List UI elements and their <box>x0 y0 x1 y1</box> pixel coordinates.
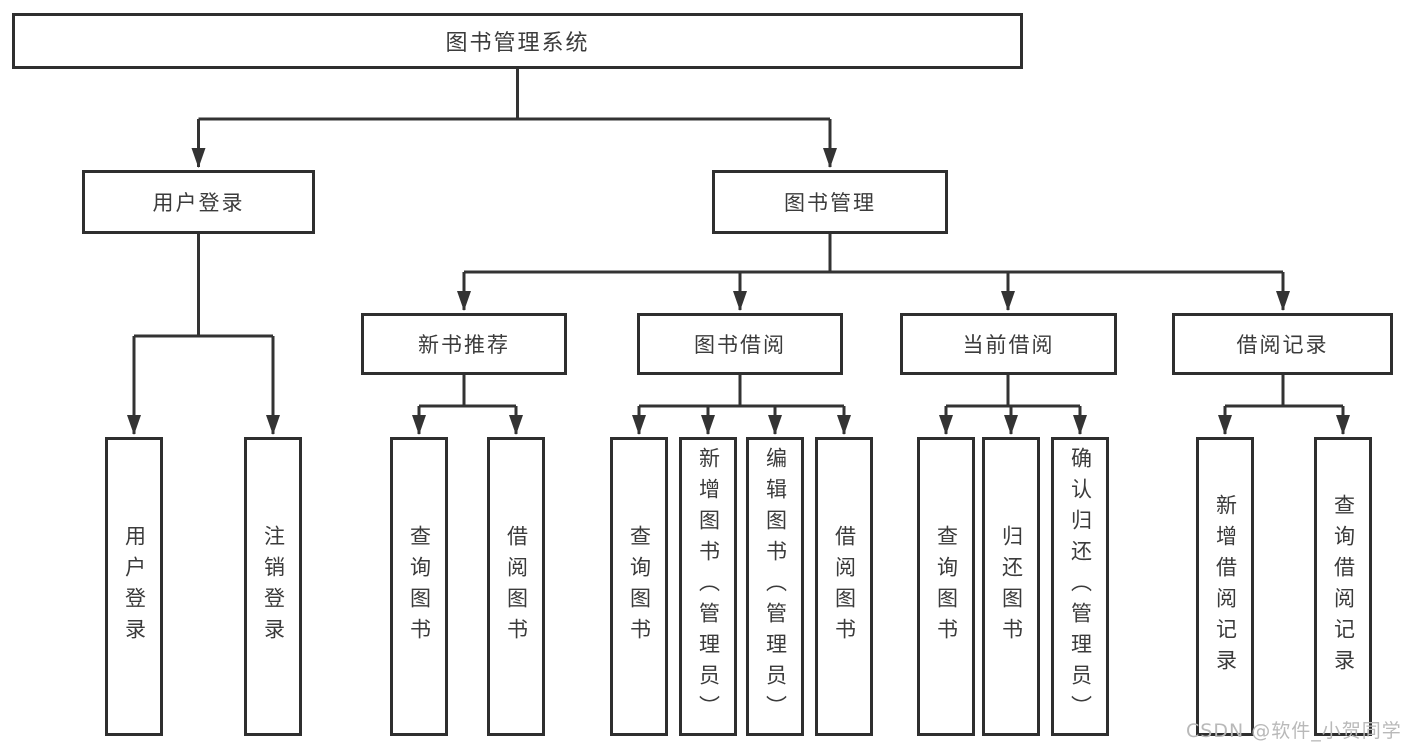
csdn-watermark: CSDN @软件_小贺同学 <box>1186 720 1402 742</box>
node-query-books-borrow: 查询图书 <box>610 437 668 736</box>
node-label: 借阅图书 <box>832 524 857 649</box>
node-label: 查询借阅记录 <box>1331 493 1356 680</box>
node-label: 查询图书 <box>627 524 652 649</box>
node-label: 新增借阅记录 <box>1213 493 1238 680</box>
node-label: 图书管理系统 <box>445 31 590 56</box>
node-label: 图书管理 <box>784 191 876 215</box>
node-query-borrow-record: 查询借阅记录 <box>1314 437 1372 736</box>
node-user-login-action: 用户登录 <box>105 437 163 736</box>
node-new-book-recommend: 新书推荐 <box>361 313 567 375</box>
node-label: 图书借阅 <box>694 333 786 357</box>
node-label: 新书推荐 <box>418 333 510 357</box>
node-label: 新增图书（管理员） <box>696 447 721 726</box>
node-borrow-books-recommend: 借阅图书 <box>487 437 545 736</box>
node-label: 归还图书 <box>999 524 1024 649</box>
node-edit-book-admin: 编辑图书（管理员） <box>746 437 804 736</box>
node-label: 查询图书 <box>407 524 432 649</box>
node-query-books-recommend: 查询图书 <box>390 437 448 736</box>
node-label: 注销登录 <box>261 524 286 649</box>
node-query-books-current: 查询图书 <box>917 437 975 736</box>
node-borrow-books: 借阅图书 <box>815 437 873 736</box>
node-user-login: 用户登录 <box>82 170 315 234</box>
node-current-borrow: 当前借阅 <box>900 313 1117 375</box>
node-label: 用户登录 <box>152 191 245 215</box>
node-add-book-admin: 新增图书（管理员） <box>679 437 737 736</box>
node-label: 借阅记录 <box>1236 333 1329 357</box>
node-book-borrow: 图书借阅 <box>637 313 843 375</box>
node-borrow-records: 借阅记录 <box>1172 313 1393 375</box>
node-logout: 注销登录 <box>244 437 302 736</box>
node-library-management-system: 图书管理系统 <box>12 13 1023 69</box>
node-book-management: 图书管理 <box>712 170 948 234</box>
node-add-borrow-record: 新增借阅记录 <box>1196 437 1254 736</box>
node-label: 当前借阅 <box>962 333 1055 357</box>
node-label: 用户登录 <box>122 524 147 649</box>
node-label: 查询图书 <box>934 524 959 649</box>
node-return-books: 归还图书 <box>982 437 1040 736</box>
node-confirm-return-admin: 确认归还（管理员） <box>1051 437 1109 736</box>
node-label: 编辑图书（管理员） <box>763 447 788 726</box>
node-label: 确认归还（管理员） <box>1068 447 1093 726</box>
node-label: 借阅图书 <box>504 524 529 649</box>
